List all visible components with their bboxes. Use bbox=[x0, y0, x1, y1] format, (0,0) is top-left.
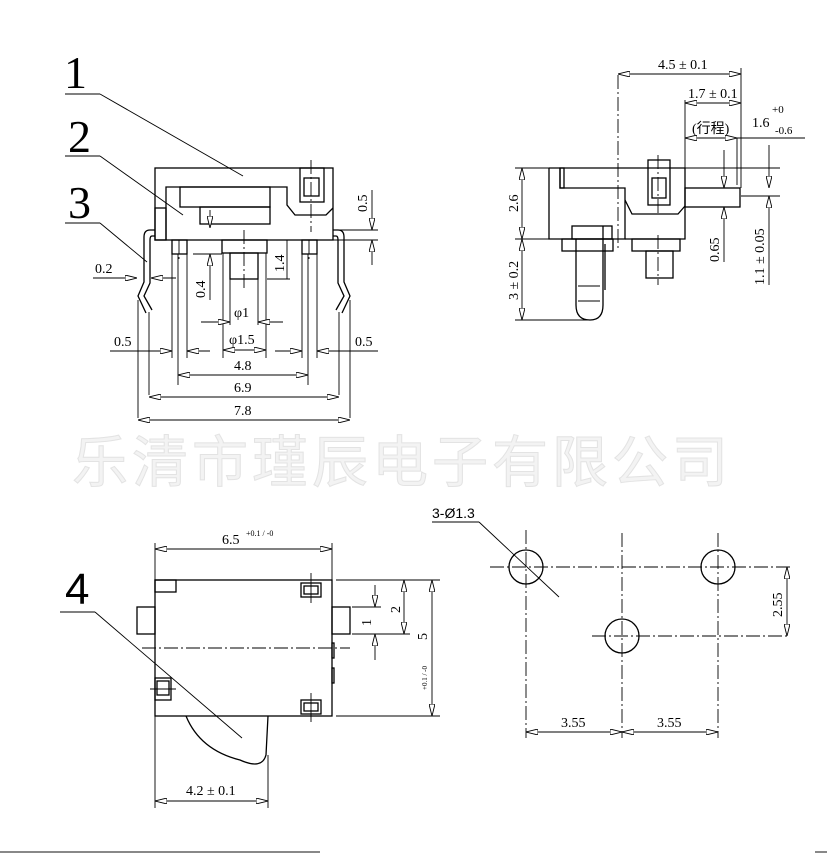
dim-stroke-tol-upper: +0 bbox=[772, 104, 784, 116]
dim-outer-span: 7.8 bbox=[234, 404, 252, 419]
dim-lever-len: 4.2 ± 0.1 bbox=[186, 784, 236, 799]
dim-left-lead: 0.5 bbox=[114, 335, 132, 350]
company-watermark: 乐清市瑾辰电子有限公司 bbox=[72, 431, 732, 496]
dim-stroke-label: (行程) bbox=[692, 121, 730, 137]
pcb-layout: 3-Ø1.3 2.55 3.55 3.55 bbox=[432, 505, 790, 738]
dim-phi-inner: φ1 bbox=[234, 306, 249, 321]
dim-slot-w: 1 bbox=[360, 619, 375, 626]
dim-top-gap: 0.5 bbox=[356, 195, 371, 213]
bottom-view: 4 6.5 +0.1 / -0 4.2 ± 0.1 1 2 5 +0.1 / -… bbox=[60, 529, 440, 808]
dim-stroke-tol-lower: -0.6 bbox=[775, 125, 793, 137]
dim-spacing-right: 3.55 bbox=[657, 716, 682, 731]
dim-depth-tol: +0.1 / -0 bbox=[421, 666, 429, 690]
dim-actuator-dia: 1.1 ± 0.05 bbox=[753, 228, 768, 285]
dim-body-height: 2.6 bbox=[507, 195, 522, 213]
callout-4: 4 bbox=[65, 565, 89, 614]
pcb-hole-center bbox=[604, 618, 640, 654]
dim-phi-outer: φ1.5 bbox=[229, 333, 255, 348]
dim-actuator-offset: 0.65 bbox=[708, 238, 723, 263]
dim-width: 6.5 bbox=[222, 533, 240, 548]
hole-note: 3-Ø1.3 bbox=[432, 505, 475, 521]
front-view: 1 2 3 bbox=[64, 47, 378, 420]
side-view: 4.5 ± 0.1 1.7 ± 0.1 (行程) 1.6 +0 -0.6 2.6… bbox=[507, 58, 805, 321]
dim-actuator-len: 1.7 ± 0.1 bbox=[688, 87, 738, 102]
callout-1: 1 bbox=[64, 47, 87, 98]
dim-slot-off: 2 bbox=[389, 606, 404, 613]
dim-spacing-left: 3.55 bbox=[561, 716, 586, 731]
dim-width-tol: +0.1 / -0 bbox=[246, 529, 273, 538]
dim-pin-thickness: 0.2 bbox=[95, 262, 113, 277]
dim-overall-len: 4.5 ± 0.1 bbox=[658, 58, 708, 73]
dim-pin-width: 0.4 bbox=[194, 281, 209, 299]
callout-3: 3 bbox=[68, 177, 91, 228]
dim-stem-len: 1.4 bbox=[273, 255, 288, 273]
dim-depth: 5 bbox=[416, 633, 431, 640]
pcb-hole-left bbox=[508, 549, 544, 585]
dim-mid-span: 6.9 bbox=[234, 381, 252, 396]
dim-vertical-offset: 2.55 bbox=[771, 593, 786, 618]
dim-pin-len: 3 ± 0.2 bbox=[507, 261, 522, 300]
pcb-hole-right bbox=[700, 549, 736, 585]
dim-stroke-value: 1.6 bbox=[752, 116, 770, 131]
callout-2: 2 bbox=[68, 111, 91, 162]
dim-right-lead: 0.5 bbox=[355, 335, 373, 350]
dim-inner-span: 4.8 bbox=[234, 359, 252, 374]
